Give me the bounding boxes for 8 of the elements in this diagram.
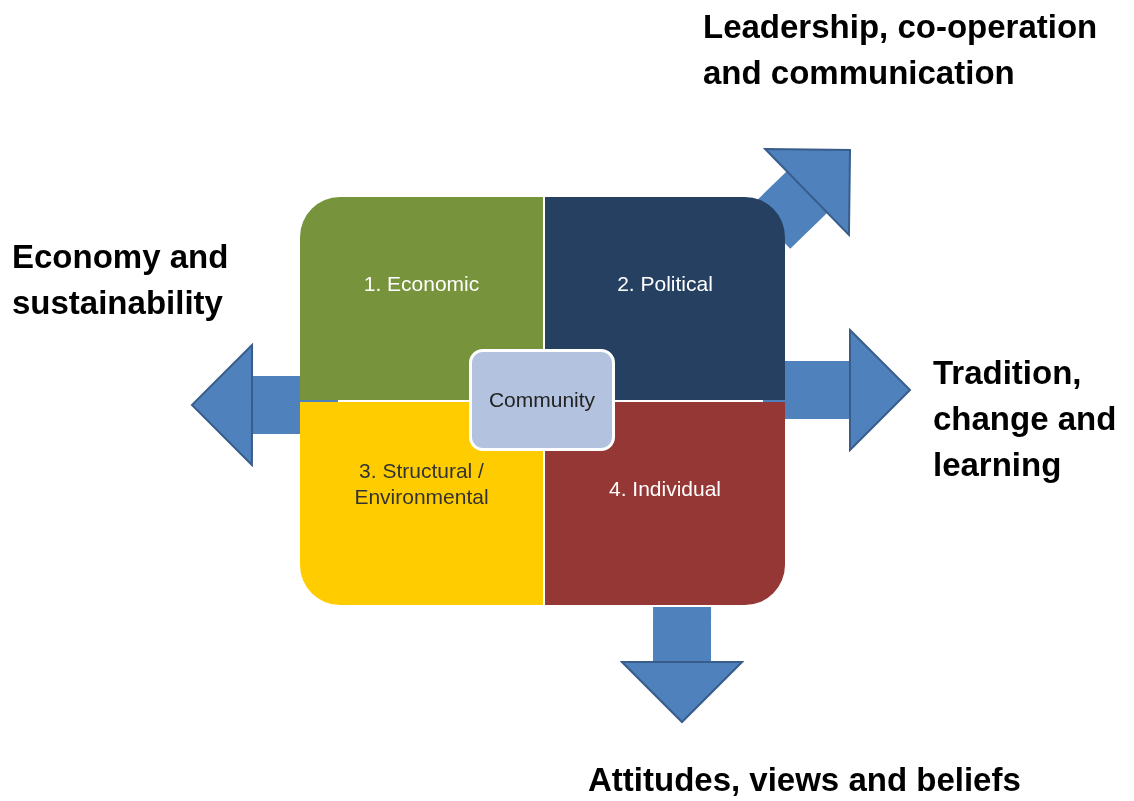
category-heading: Economy and sustainability [12, 234, 252, 330]
center-box: Community [469, 349, 615, 451]
category-heading: Attitudes, views and beliefs [588, 757, 1088, 801]
category-heading: Leadership, co-operation and communication [703, 4, 1131, 100]
category-heading: Tradition, change and learning [933, 350, 1133, 492]
block-arrow [762, 329, 911, 452]
block-arrow [191, 343, 338, 466]
block-arrow [621, 607, 743, 723]
